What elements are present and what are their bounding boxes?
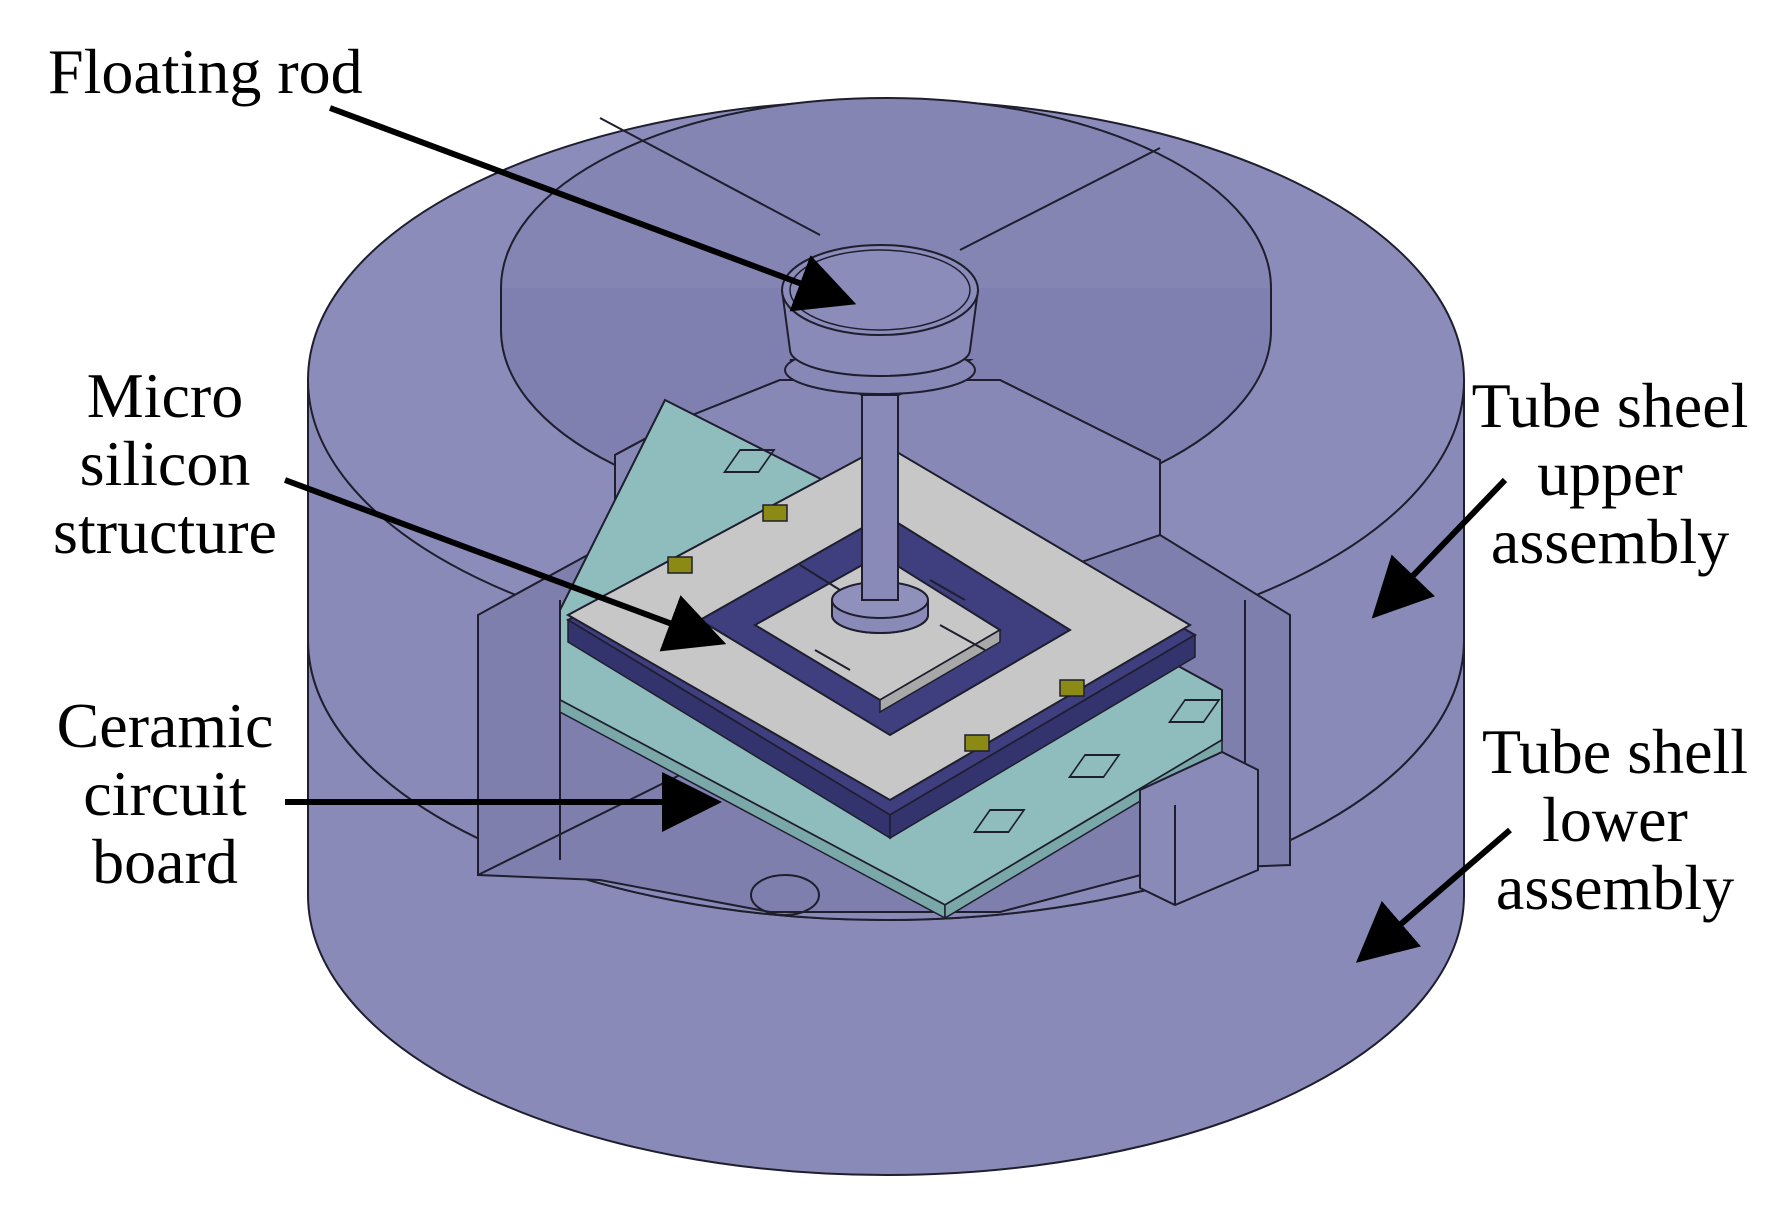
arrow-upper-assembly bbox=[1371, 477, 1508, 619]
arrow-micro-silicon bbox=[283, 477, 727, 652]
label-ceramic-circuit-board: Ceramic circuit board bbox=[56, 690, 274, 897]
arrow-floating-rod bbox=[328, 105, 857, 312]
mounting-hole bbox=[750, 874, 820, 916]
label-tube-shell-lower-assembly: Tube shell lower assembly bbox=[1481, 716, 1749, 923]
label-tube-shell-upper-assembly: Tube sheel upper assembly bbox=[1471, 370, 1749, 577]
label-micro-silicon-structure: Micro silicon structure bbox=[53, 360, 277, 567]
micro-silicon-structure bbox=[565, 443, 1197, 840]
floating-rod bbox=[781, 244, 979, 634]
label-floating-rod: Floating rod bbox=[48, 36, 363, 107]
arrow-lower-assembly bbox=[1355, 827, 1512, 963]
leader-arrows bbox=[283, 105, 1512, 963]
